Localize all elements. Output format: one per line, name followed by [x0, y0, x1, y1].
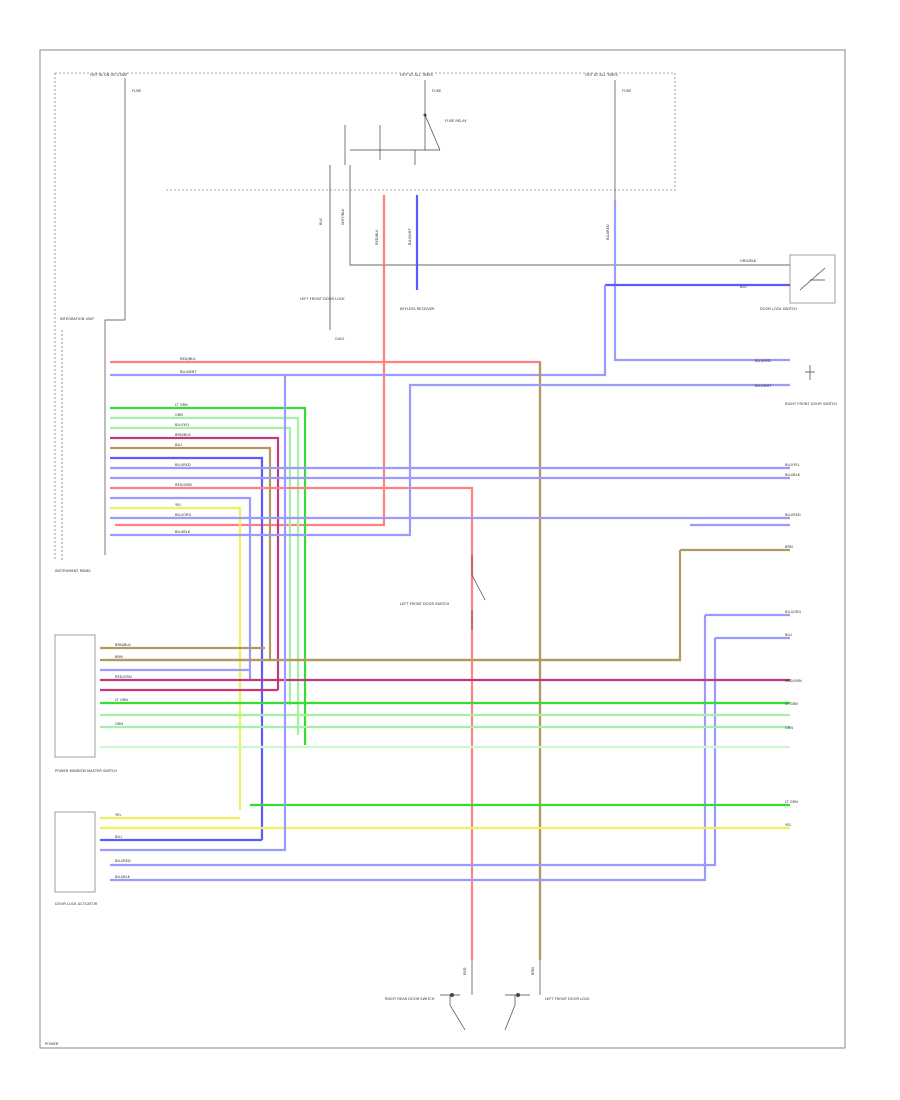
fuse-relay-label: FUSE RELAY [445, 119, 467, 123]
fuse-relay [344, 113, 441, 165]
wire-blu-org [110, 496, 252, 680]
wire-brn-blk [110, 446, 272, 660]
fuse-right-label: FUSE [622, 89, 632, 93]
left-front-door-switch-label: LEFT FRONT DOOR SWITCH [400, 602, 449, 606]
wire-label-11: BLU/ORG [175, 513, 191, 517]
rf-label-2: BLU/WHT [755, 384, 772, 388]
wire-label-6: BRN/BLK [175, 433, 191, 437]
wire-label-7: BLU [175, 443, 182, 447]
bottom-wire-label-2: BRN [531, 967, 535, 975]
wire-label-9: RED/GRN [175, 483, 192, 487]
power-window-master-switch: POWER WINDOW MASTER SWITCH [54, 634, 117, 773]
wire-right-blu-3 [110, 636, 790, 867]
la-wire-5 [100, 375, 287, 852]
wire-red-lower [110, 486, 474, 960]
integration-unit-label: INTEGRATION UNIT [60, 317, 95, 321]
pw-label-3: RED/GRN [115, 675, 132, 679]
rf-label-1: BLU/RED [755, 359, 771, 363]
right-front-door-switch-label: RIGHT FRONT DOOR SWITCH [785, 402, 837, 406]
wire-blue-right [613, 200, 790, 362]
wire-blu-2 [110, 383, 790, 537]
wire-blu-1 [110, 456, 264, 840]
wire-grn-1 [110, 416, 300, 735]
wire-label-gray-2: WHT/BLK [341, 208, 345, 225]
fuse-left-label: FUSE [132, 89, 142, 93]
wire-label-8: BLU/RED [175, 463, 191, 467]
wire-label-blue-right: BLU/RED [606, 224, 610, 240]
hot-at-all-times-label-1: HOT AT ALL TIMES [400, 73, 434, 77]
right-front-door-switch: BLU/RED BLU/WHT RIGHT FRONT DOOR SWITCH [755, 359, 837, 406]
wire-label-10: YEL [175, 503, 181, 507]
keyless-receiver-label: KEYLESS RECEIVER [400, 307, 435, 311]
wire-yel [110, 506, 242, 810]
wire-label-12: BLU/BLK [175, 530, 191, 534]
wire-label-red: RED/BLK [375, 229, 379, 245]
door-lock-switch: ORG/BLK DOOR LOCK SWITCH [740, 254, 836, 311]
footer-label: POWER [45, 1042, 59, 1046]
wire-label-3: LT GRN [175, 403, 188, 407]
pw-label-2: BRN [115, 655, 123, 659]
instrument-panel-label: INSTRUMENT PANEL [55, 569, 91, 573]
right-wire-label-1: BLU/YEL [785, 463, 800, 467]
pw-right-label-3: GRN [785, 726, 793, 730]
wire-blue-int [110, 285, 607, 377]
right-wire-label-5: BLU/ORG [785, 610, 801, 614]
pw-label-4: LT GRN [115, 698, 128, 702]
ground-label: G401 [335, 337, 345, 341]
la-label-1: YEL [115, 813, 121, 817]
right-wire-label-4: BRN [785, 545, 793, 549]
left-front-door-label: LEFT FRONT DOOR LOCK [300, 297, 345, 301]
la-label-4: BLU/BLK [115, 875, 131, 879]
pw-right-label-2: LT GRN [785, 702, 798, 706]
diagram-border [39, 49, 846, 1049]
right-wire-label-3: BLU/RED [785, 513, 801, 517]
under-dash-fuse-box: HOT IN ON OR START HOT AT ALL TIMES HOT … [54, 72, 676, 560]
wire-label-5: BLU/YEL [175, 423, 190, 427]
hot-at-all-times-label-2: HOT AT ALL TIMES [585, 73, 619, 77]
door-lock-switch-label: DOOR LOCK SWITCH [760, 307, 797, 311]
wire-gray-right [349, 165, 790, 266]
wire-label-1: RED/BLK [180, 357, 196, 361]
wire-label-blue: BLU/WHT [408, 228, 412, 245]
wire-red-grn [110, 436, 280, 690]
right-wire-label-6: BLU [785, 633, 792, 637]
wire-lt-grn-2 [110, 426, 292, 705]
pw-label-5: GRN [115, 722, 123, 726]
pw-right-label-1: RED/GRN [785, 679, 802, 683]
bottom-left-door-switch-label: LEFT FRONT DOOR LOCK [545, 997, 590, 1001]
la-label-2: BLU [115, 835, 122, 839]
hot-in-start-label: HOT IN ON OR START [90, 73, 129, 77]
la-label-3: BLU/RED [115, 859, 131, 863]
fuse-left-line [104, 78, 126, 555]
left-front-door-switch: LEFT FRONT DOOR SWITCH [400, 555, 486, 630]
integration-unit: INTEGRATION UNIT INSTRUMENT PANEL [55, 317, 95, 573]
pw-label-1: BRN/BLK [115, 643, 131, 647]
right-rear-door-switch-label: RIGHT REAR DOOR SWITCH [385, 997, 435, 1001]
door-lock-actuator-label: DOOR LOCK ACTUATOR [55, 902, 98, 906]
bottom-left-door-switch: LEFT FRONT DOOR LOCK [504, 960, 590, 1031]
wire-label-blu: BLU [740, 285, 747, 289]
bottom-wire-label-1: RED [463, 967, 467, 975]
wire-label-org-blk: ORG/BLK [740, 259, 757, 263]
wire-label-2: BLU/WHT [180, 370, 197, 374]
la-right-label-1: LT GRN [785, 800, 798, 804]
wire-lt-grn-1 [110, 406, 307, 745]
fuse-middle-label: FUSE [432, 89, 442, 93]
wire-label-4: GRN [175, 413, 183, 417]
wire-red-main [115, 195, 386, 527]
right-wire-label-2: BLU/BLK [785, 473, 801, 477]
power-window-master-label: POWER WINDOW MASTER SWITCH [55, 769, 117, 773]
wire-brn-horiz [110, 550, 682, 662]
door-lock-actuator: DOOR LOCK ACTUATOR [54, 811, 98, 906]
wire-label-gray-1: BLK [319, 218, 323, 225]
la-right-label-2: YEL [785, 823, 791, 827]
right-rear-door-switch: RIGHT REAR DOOR SWITCH [385, 960, 473, 1031]
